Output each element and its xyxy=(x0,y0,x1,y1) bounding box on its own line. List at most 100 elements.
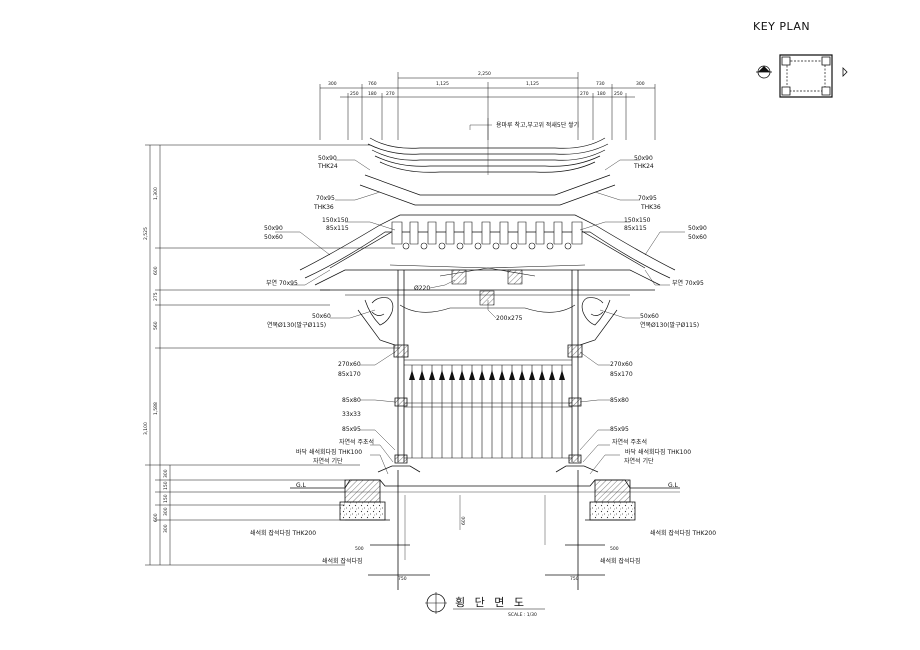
label-r-gravel: 쇄석회 잡석다짐 THK200 xyxy=(650,529,716,537)
label-r-270x60: 270x60 xyxy=(610,361,633,368)
dim-left-total2: 3,100 xyxy=(143,422,149,435)
dim-left-d10: 300 xyxy=(163,507,169,516)
dim-top-l3: 250 xyxy=(350,91,359,97)
label-l-gravel: 쇄석회 잡석다짐 THK200 xyxy=(250,529,316,537)
label-r-gl: G.L xyxy=(668,482,679,489)
dim-center-right: 1,125 xyxy=(526,81,539,87)
dim-top-r4: 730 xyxy=(596,81,605,87)
label-r-thk24: THK24 xyxy=(633,163,654,170)
label-l-thk36: THK36 xyxy=(313,204,334,211)
key-plan-post-icon xyxy=(782,87,790,95)
label-r-base: 자연석 기단 xyxy=(624,457,654,465)
dim-top-r5: 300 xyxy=(636,81,645,87)
bracket-right xyxy=(580,298,617,345)
bracket-left xyxy=(358,298,395,345)
dim-left-total: 2,525 xyxy=(143,227,149,240)
posts xyxy=(394,270,582,463)
label-r-buyeon: 부연 70x95 xyxy=(672,279,704,287)
label-l-85x95: 85x95 xyxy=(342,426,361,433)
label-r-50x90: 50x90 xyxy=(634,155,653,162)
rafter-ends xyxy=(392,222,582,249)
label-l-50x90b: 50x90 xyxy=(264,225,283,232)
dim-top-l5: 270 xyxy=(386,91,395,97)
label-l-rubble: 쇄석회 잡석다짐 xyxy=(322,557,363,565)
foundation xyxy=(290,466,680,590)
label-l-85x170: 85x170 xyxy=(338,371,361,378)
label-r-85x170: 85x170 xyxy=(610,371,633,378)
label-r-85x80: 85x80 xyxy=(610,397,629,404)
label-r-150x150: 150x150 xyxy=(624,217,651,224)
label-r-floor: 바닥 쇄석회다짐 THK100 xyxy=(625,448,691,456)
dim-left-d7: 150 xyxy=(163,481,169,490)
drawing-title: 횡 단 면 도 SCALE : 1/30 xyxy=(425,592,545,618)
label-l-thk24: THK24 xyxy=(317,163,338,170)
label-l-yeonkkae: 연목Ø130(말구Ø115) xyxy=(267,321,326,329)
key-plan-post-icon xyxy=(822,57,830,65)
label-r-thk36: THK36 xyxy=(640,204,661,211)
fence-arrows xyxy=(409,370,565,380)
label-r-85x115: 85x115 xyxy=(624,225,647,232)
roof xyxy=(300,118,675,290)
dim-left-d6: 300 xyxy=(163,469,169,478)
dim-left-d8: 150 xyxy=(163,494,169,503)
dim-left-d1: 1,300 xyxy=(153,187,159,200)
label-l-50x60: 50x60 xyxy=(264,234,283,241)
dim-left-d11: 300 xyxy=(163,524,169,533)
dim-left-d9: 600 xyxy=(153,513,159,522)
labels: 용마루 착고,부고위 적새5단 쌓기 50x90 THK24 70x95 THK… xyxy=(250,121,716,582)
dim-left-d5: 1,588 xyxy=(153,402,159,415)
dim-top-l1: 300 xyxy=(328,81,337,87)
fence xyxy=(404,360,572,458)
label-r-rubble: 쇄석회 잡석다짐 xyxy=(600,557,641,565)
dim-top-r3: 250 xyxy=(614,91,623,97)
label-r-50x60b: 50x60 xyxy=(640,313,659,320)
key-plan-inner xyxy=(787,61,825,91)
label-r-85x95: 85x95 xyxy=(610,426,629,433)
arrow-icon xyxy=(758,66,770,72)
label-l-base: 자연석 기단 xyxy=(313,457,343,465)
label-r-50x90b: 50x90 xyxy=(688,225,707,232)
dim-bottom-l-750: 750 xyxy=(398,576,407,582)
label-l-50x60b: 50x60 xyxy=(312,313,331,320)
arrow-right-icon xyxy=(843,68,847,76)
drawing-title-text: 횡 단 면 도 xyxy=(455,596,527,609)
label-r-50x60: 50x60 xyxy=(688,234,707,241)
label-c-200x275: 200x275 xyxy=(496,315,523,322)
label-l-150x150: 150x150 xyxy=(322,217,349,224)
key-plan: KEY PLAN xyxy=(753,20,847,97)
dim-top-l4: 180 xyxy=(368,91,377,97)
beams xyxy=(345,265,630,312)
label-l-33x33: 33x33 xyxy=(342,411,361,418)
dim-left-d4: 560 xyxy=(153,321,159,330)
dim-top-r1: 270 xyxy=(580,91,589,97)
roof-note: 용마루 착고,부고위 적새5단 쌓기 xyxy=(496,121,579,129)
key-plan-title: KEY PLAN xyxy=(753,20,810,33)
label-l-70x95: 70x95 xyxy=(316,195,335,202)
label-r-70x95: 70x95 xyxy=(638,195,657,202)
key-plan-outline xyxy=(780,55,832,97)
label-l-gl: G.L xyxy=(296,482,307,489)
label-l-85x80: 85x80 xyxy=(342,397,361,404)
dim-bottom-r-500: 500 xyxy=(610,546,619,552)
label-l-stone: 자연석 주초석 xyxy=(339,438,374,446)
dim-bottom-r-750: 750 xyxy=(570,576,579,582)
dim-left-d3: 275 xyxy=(153,292,159,301)
dim-center-left: 1,125 xyxy=(436,81,449,87)
dim-top-l2: 760 xyxy=(368,81,377,87)
label-l-85x115: 85x115 xyxy=(326,225,349,232)
label-l-floor: 바닥 쇄석회다짐 THK100 xyxy=(296,448,362,456)
dim-left-d2: 600 xyxy=(153,266,159,275)
label-l-buyeon: 부연 70x95 xyxy=(266,279,298,287)
label-l-50x90: 50x90 xyxy=(318,155,337,162)
label-r-stone: 자연석 주초석 xyxy=(612,438,647,446)
top-dimensions xyxy=(320,72,655,140)
dim-bottom-c-600: 600 xyxy=(461,516,467,525)
left-dimensions xyxy=(145,145,400,565)
label-c-220: Ø220 xyxy=(414,285,430,292)
key-plan-post-icon xyxy=(782,57,790,65)
leaders xyxy=(275,125,685,474)
dim-overall: 2,250 xyxy=(478,71,491,77)
label-r-yeonkkae: 연목Ø130(말구Ø115) xyxy=(640,321,699,329)
label-l-270x60: 270x60 xyxy=(338,361,361,368)
